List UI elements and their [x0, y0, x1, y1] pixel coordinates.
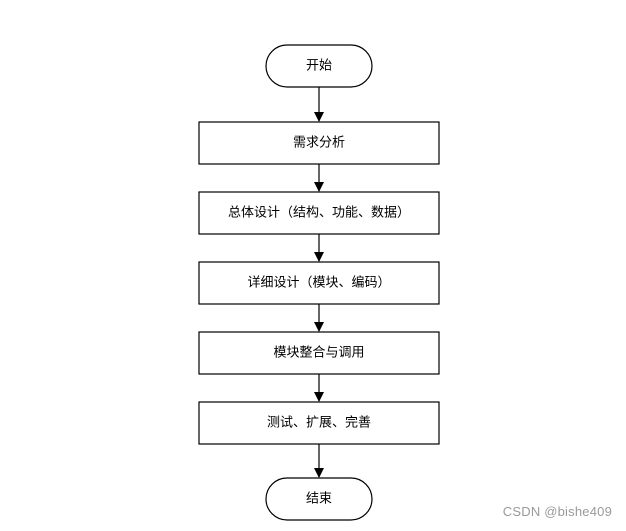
process-label: 需求分析 [293, 136, 345, 151]
process-label: 详细设计（模块、编码） [247, 276, 390, 291]
start-terminal-label: 开始 [306, 59, 332, 74]
end-terminal-shape [265, 477, 373, 521]
process-box [198, 121, 440, 165]
process-box [198, 261, 440, 305]
end-terminal-label: 结束 [306, 492, 332, 507]
end-terminal: 结束 [265, 477, 373, 521]
process-step-testing: 测试、扩展、完善 [198, 401, 440, 445]
process-step-module-integration: 模块整合与调用 [198, 331, 440, 375]
process-box [198, 331, 440, 375]
start-terminal: 开始 [265, 44, 373, 88]
process-label: 模块整合与调用 [273, 346, 364, 361]
process-box [198, 401, 440, 445]
process-step-overall-design: 总体设计（结构、功能、数据） [198, 191, 440, 235]
watermark-text: CSDN @bishe409 [502, 504, 612, 519]
process-label: 测试、扩展、完善 [267, 415, 371, 431]
process-step-requirements-analysis: 需求分析 [198, 121, 440, 165]
process-step-detailed-design: 详细设计（模块、编码） [198, 261, 440, 305]
process-label: 总体设计（结构、功能、数据） [228, 206, 410, 221]
